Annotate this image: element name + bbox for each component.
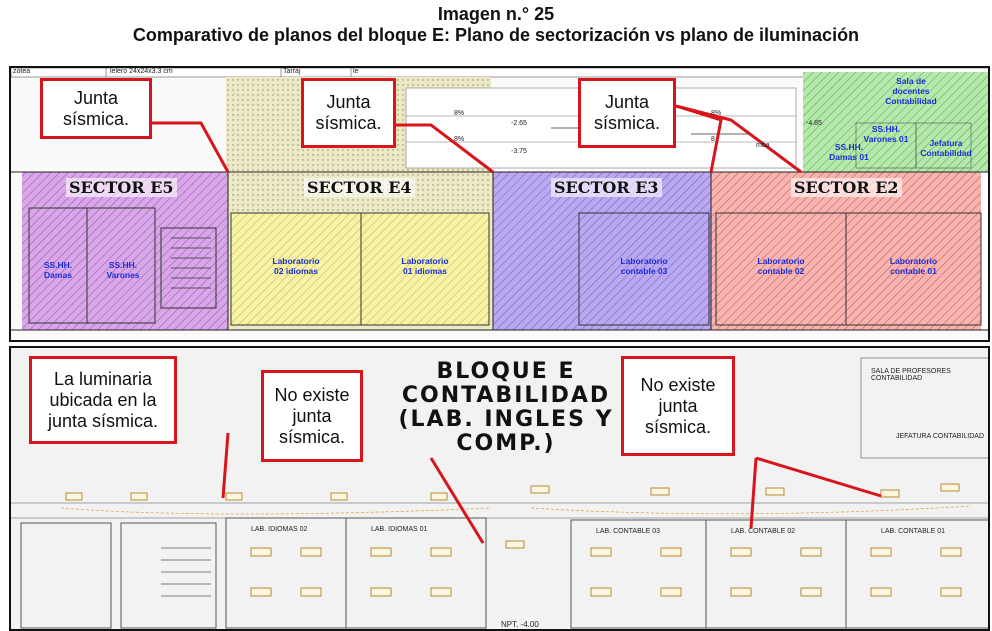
room-ss-hh-damas: SS.HH. Damas [43,260,73,280]
callout-luminaria-junta: La luminaria ubicada en la junta sísmica… [29,356,177,444]
callout-junta-sismica-3: Junta sísmica. [578,78,676,148]
header-text-tile: lelero 24x24x3.3 cm [110,68,173,75]
slope-label: 8% [454,136,465,143]
misc-text: mba [756,142,770,149]
sector-e3-label: SECTOR E3 [551,178,662,197]
callout-junta-sismica-1: Junta sísmica. [40,78,152,139]
lighting-plan: BLOQUE E CONTABILIDAD (LAB. INGLES Y COM… [9,346,990,631]
lighting-room-label: LAB. CONTABLE 03 [596,528,661,535]
sector-e5-label: SECTOR E5 [66,178,177,197]
lighting-drawing [11,357,988,629]
lighting-room-label: LAB. IDIOMAS 02 [251,526,308,533]
slope-label: 8% [711,110,722,117]
room-lab-contable-02: Laboratorio contable 02 [757,256,805,276]
lighting-room-label: LAB. IDIOMAS 01 [371,526,428,533]
sector-e2-label: SECTOR E2 [791,178,902,197]
callout-no-existe-junta-1: No existe junta sísmica. [261,370,363,462]
level-label: -3.75 [511,148,527,155]
header-text-zotea: zotea [13,68,31,75]
sectorization-plan: zotea lelero 24x24x3.3 cm Tarraj le 8% 8… [9,66,990,342]
lighting-room-label: JEFATURA CONTABILIDAD [896,433,985,440]
lighting-room-label: LAB. CONTABLE 01 [881,528,946,535]
room-ss-hh-varones: SS.HH. Varones [106,260,140,280]
bloque-e-title: BLOQUE E CONTABILIDAD (LAB. INGLES Y COM… [398,359,614,456]
room-ss-hh-damas-01: SS.HH. Damas 01 [829,142,869,162]
figure-title: Imagen n.° 25 [437,4,555,24]
level-label: -4.85 [806,120,822,127]
room-ss-hh-varones-01: SS.HH. Varones 01 [863,124,909,144]
header-text-tarraj: Tarraj [283,68,301,75]
callout-no-existe-junta-2: No existe junta sísmica. [621,356,735,456]
room-lab-idiomas-02: Laboratorio 02 idiomas [272,256,320,276]
npt-level: NPT. -4.00 [501,620,539,629]
room-lab-contable-01: Laboratorio contable 01 [889,256,938,276]
sector-e4-label: SECTOR E4 [304,178,415,197]
lighting-room-label: SALA DE PROFESORES CONTABILIDAD [871,368,951,382]
slope-label: 8 [711,136,715,143]
callout-junta-sismica-2: Junta sísmica. [301,78,396,148]
slope-label: 8% [454,110,465,117]
figure-subtitle: Comparativo de planos del bloque E: Plan… [132,25,860,45]
room-lab-contable-03: Laboratorio contable 03 [620,256,668,276]
room-jefatura: Jefatura Contabilidad [920,138,972,158]
sectorization-drawing [11,68,988,331]
level-label: -2.65 [511,120,527,127]
room-sala-docentes: Sala de docentes Contabilidad [885,76,937,106]
lighting-room-label: LAB. CONTABLE 02 [731,528,796,535]
header-text-le: le [353,68,359,75]
room-lab-idiomas-01: Laboratorio 01 idiomas [401,256,449,276]
